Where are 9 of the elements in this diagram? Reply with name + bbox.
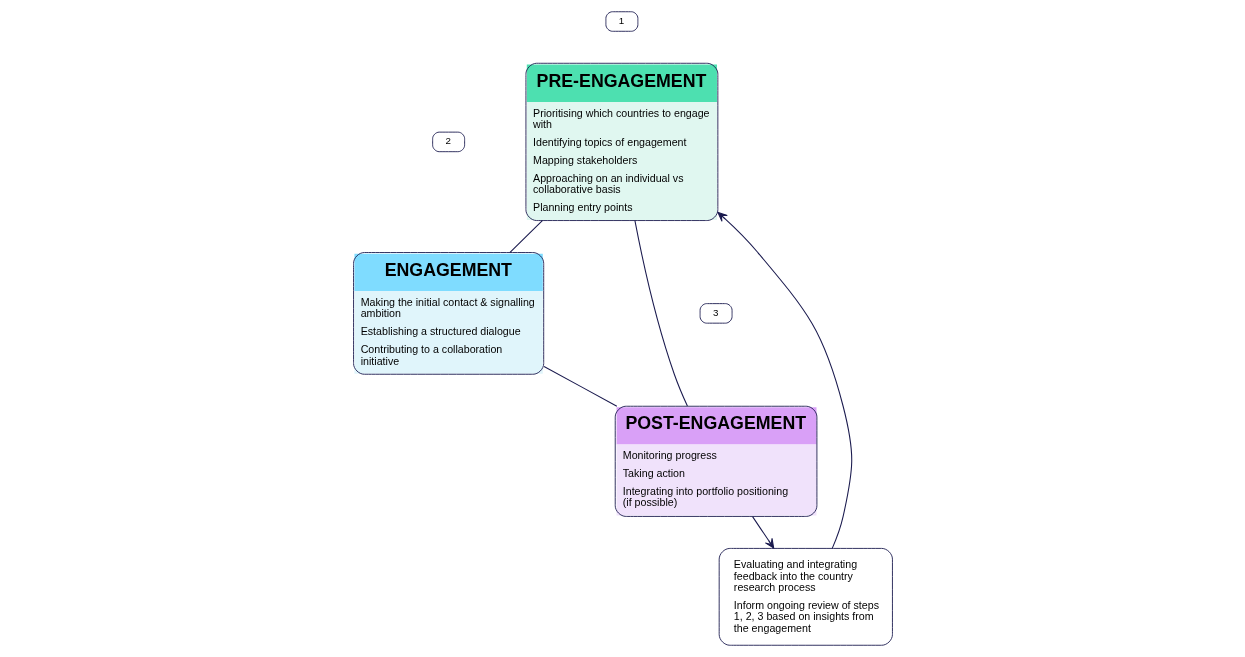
node-box: 1	[604, 11, 638, 32]
node-box: 2	[431, 131, 465, 153]
connector	[509, 220, 543, 253]
connector	[633, 220, 688, 407]
arrow	[751, 516, 774, 549]
node-box: 3	[699, 303, 732, 324]
connector	[543, 365, 617, 407]
arrow	[716, 211, 852, 549]
node-box: Evaluating and integrating feedback into the country research process Inform ongoing review of steps 1, 2, 3 based on insights from the engagement	[718, 547, 893, 646]
